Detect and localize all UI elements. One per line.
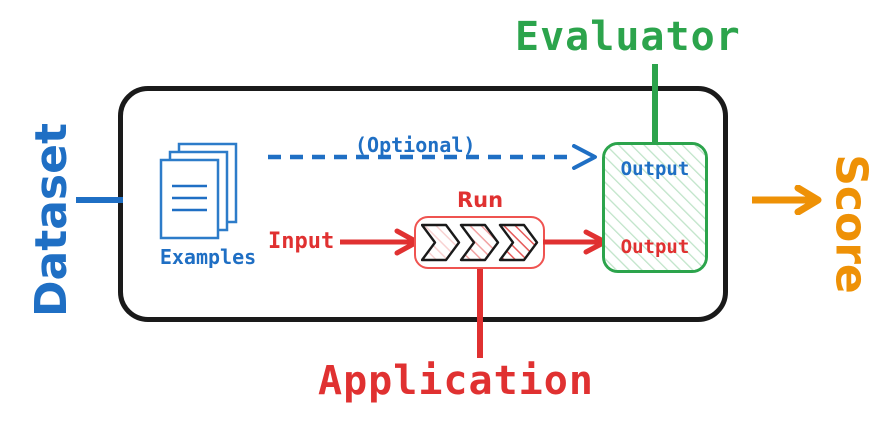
dataset-connector-line	[76, 197, 123, 203]
dashed-arrow-icon	[268, 144, 598, 170]
documents-stack-icon	[158, 142, 254, 242]
application-label: Application	[318, 358, 594, 404]
examples-label: Examples	[159, 245, 257, 269]
evaluator-connector-line	[652, 64, 658, 146]
output-label-top: Output	[620, 158, 690, 180]
score-label: Score	[825, 154, 877, 294]
application-connector-line	[477, 266, 483, 358]
run-label: Run	[456, 188, 504, 212]
pipeline-container	[118, 86, 728, 322]
evaluator-output-box	[602, 142, 708, 273]
chevron-pipeline-icon	[420, 223, 539, 262]
input-label: Input	[268, 229, 335, 254]
arrow-right-icon-input	[337, 228, 420, 256]
optional-label: (Optional)	[355, 133, 476, 157]
output-label-bottom: Output	[620, 236, 690, 258]
arrow-right-icon-score	[748, 184, 824, 216]
dataset-label: Dataset	[26, 123, 77, 318]
evaluator-label: Evaluator	[515, 14, 741, 60]
arrow-right-icon-run-output	[540, 228, 608, 256]
